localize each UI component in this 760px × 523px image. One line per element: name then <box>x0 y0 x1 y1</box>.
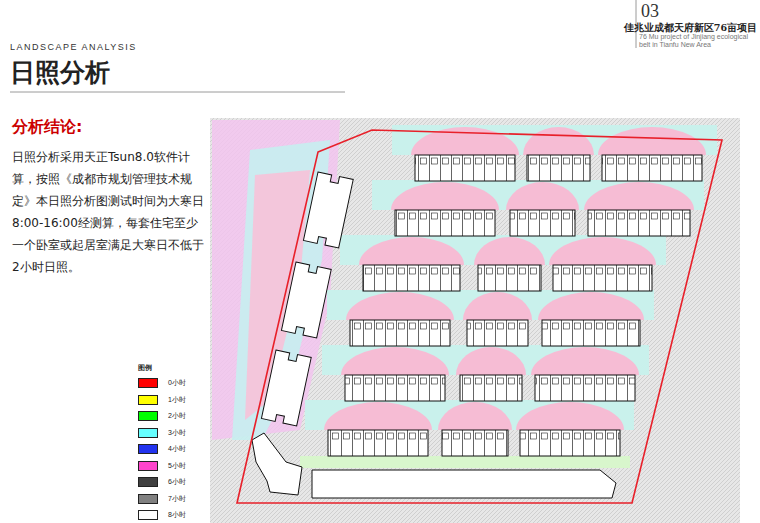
legend-label: 5小时 <box>168 461 186 471</box>
legend-entry: 3小时 <box>138 427 186 439</box>
townhouse <box>602 155 702 181</box>
townhouse <box>553 265 652 291</box>
townhouse <box>442 430 508 456</box>
page-title: 日照分析 <box>10 56 110 89</box>
legend-swatch <box>138 461 158 471</box>
sunlight-shading <box>210 118 740 523</box>
tower-blocks <box>252 172 616 498</box>
legend-swatch <box>138 444 158 454</box>
legend-label: 2小时 <box>168 411 186 421</box>
townhouse <box>588 210 690 236</box>
legend-entry: 2小时 <box>138 410 186 422</box>
legend-entry: 7小时 <box>138 493 186 505</box>
conclusion-text: 日照分析采用天正Tsun8.0软件计算，按照《成都市规划管理技术规定》本日照分析… <box>12 146 208 278</box>
legend-swatch <box>138 378 158 388</box>
legend-label: 8小时 <box>168 510 186 520</box>
page-number: 03 <box>641 1 659 22</box>
row-bands <box>300 125 717 468</box>
townhouse <box>328 430 428 456</box>
townhouse <box>460 375 522 401</box>
legend-swatch <box>138 428 158 438</box>
legend-swatch <box>138 510 158 520</box>
commercial-strip <box>312 470 616 498</box>
townhouse <box>542 320 640 346</box>
heading-rule <box>10 92 345 93</box>
tower-block <box>281 262 331 338</box>
project-name-en: 76 Mu project of Jinjiang ecological bel… <box>639 33 757 49</box>
legend-entry: 1小时 <box>138 394 186 406</box>
legend-swatch <box>138 411 158 421</box>
ground <box>210 118 740 523</box>
townhouse <box>363 265 460 291</box>
legend-swatch <box>138 395 158 405</box>
legend-label: 3小时 <box>168 428 186 438</box>
townhouse <box>395 210 495 236</box>
legend-entry: 4小时 <box>138 443 186 455</box>
facility-building <box>252 433 302 495</box>
townhouse <box>350 320 450 346</box>
legend-entry: 0小时 <box>138 377 186 389</box>
legend-entry: 8小时 <box>138 509 186 521</box>
townhouse <box>535 375 635 401</box>
legend-heading: 图例 <box>138 363 152 373</box>
townhouse <box>478 265 541 291</box>
legend-label: 7小时 <box>168 494 186 504</box>
townhouse-rows <box>328 155 702 456</box>
conclusion-heading: 分析结论: <box>12 117 82 138</box>
shadow-domes <box>324 127 706 430</box>
legend-label: 4小时 <box>168 444 186 454</box>
townhouse <box>345 375 445 401</box>
legend-entry: 5小时 <box>138 460 186 472</box>
legend-entry: 6小时 <box>138 476 186 488</box>
legend-label: 6小时 <box>168 477 186 487</box>
townhouse <box>520 430 620 456</box>
shade-5h <box>212 120 340 440</box>
legend-label: 1小时 <box>168 395 186 405</box>
townhouse <box>467 320 528 346</box>
section-subtitle: LANDSCAPE ANALYSIS <box>10 42 137 52</box>
legend-label: 0小时 <box>168 378 186 388</box>
townhouse <box>510 210 575 236</box>
townhouse <box>415 155 515 181</box>
site-boundary <box>237 130 722 503</box>
legend-swatch <box>138 477 158 487</box>
townhouse <box>527 155 590 181</box>
legend-swatch <box>138 494 158 504</box>
